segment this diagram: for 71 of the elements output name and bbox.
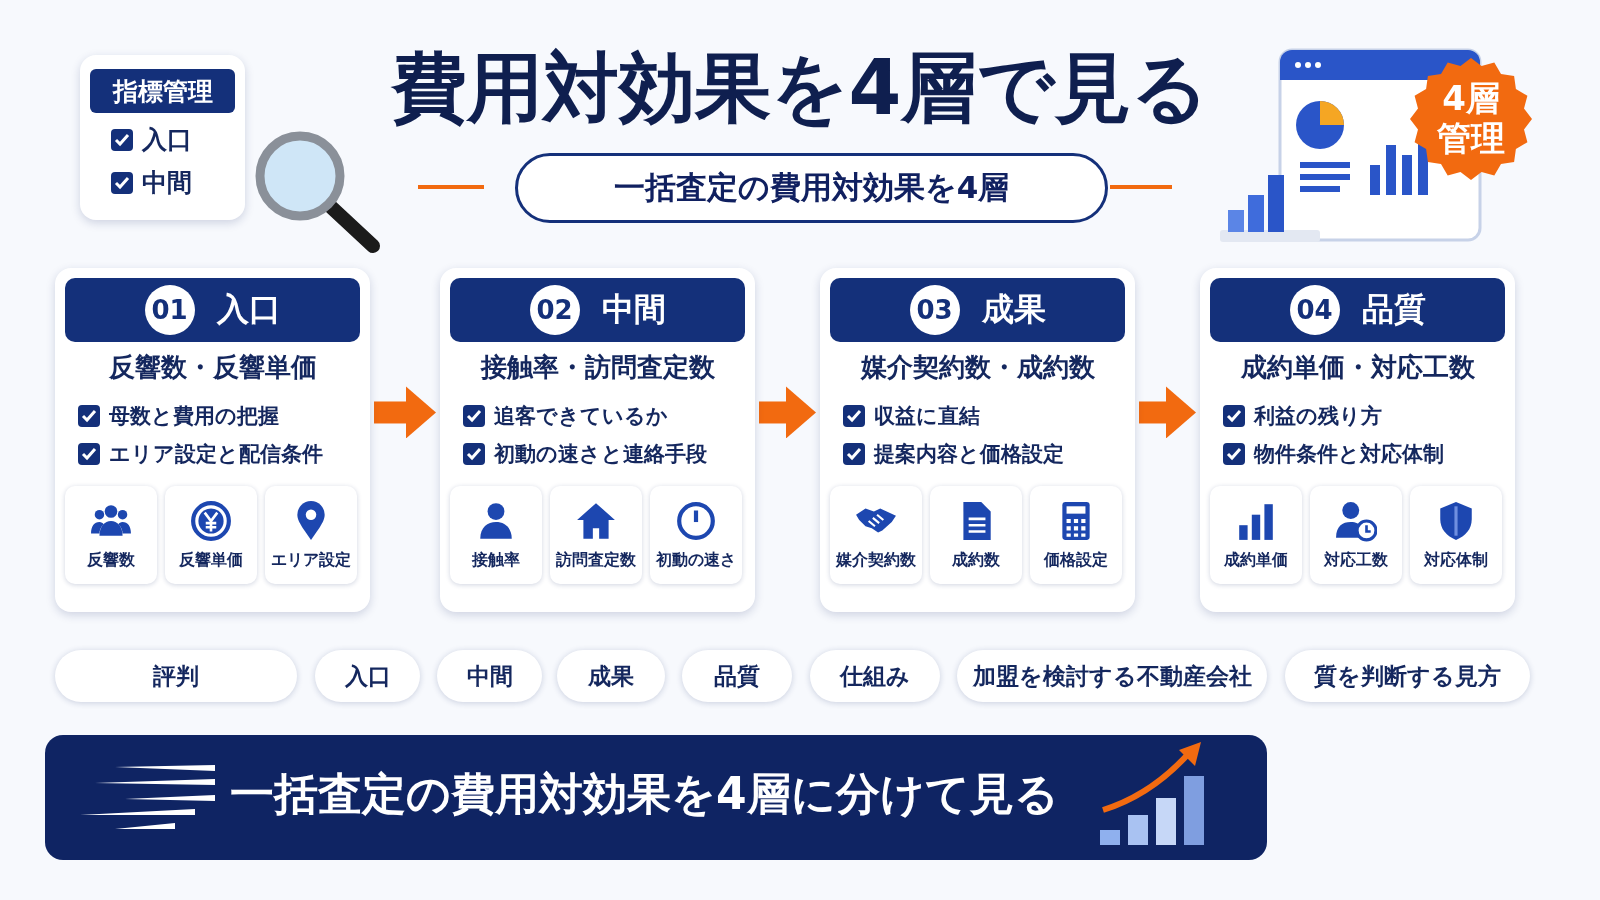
icon-tile xyxy=(550,486,642,584)
icon-tile xyxy=(1410,486,1502,584)
tile-label: 媒介契約数 xyxy=(836,549,916,571)
card-panel xyxy=(55,268,370,612)
header-band xyxy=(830,278,1125,342)
tile-label: 初動の速さ xyxy=(656,549,736,571)
check-item-text: 収益に直結 xyxy=(874,403,980,430)
card-panel xyxy=(820,268,1135,612)
icon-tile xyxy=(830,486,922,584)
header-band xyxy=(1210,278,1505,342)
check-item-text: 物件条件と対応体制 xyxy=(1254,441,1444,468)
tile-label: エリア設定 xyxy=(271,549,351,571)
number-badge: 04 xyxy=(1289,285,1340,335)
icon-tile xyxy=(65,486,157,584)
check-item-text: 利益の残り方 xyxy=(1254,403,1382,430)
tile-label: 反響単価 xyxy=(179,549,243,571)
tag-pill: 入口 xyxy=(315,650,420,702)
tag-pill: 品質 xyxy=(682,650,792,702)
arrow xyxy=(1139,386,1196,439)
subheading: 反響数・反響単価 xyxy=(107,351,318,384)
tag-pill: 中間 xyxy=(437,650,542,702)
banner xyxy=(45,735,1267,860)
icon-tile xyxy=(1210,486,1302,584)
section-title: 品質 xyxy=(1361,289,1426,330)
icon-tile xyxy=(165,486,257,584)
number-badge: 02 xyxy=(529,285,580,335)
title: 費用対効果を4層で見る xyxy=(389,42,1211,134)
arrow xyxy=(759,386,816,439)
subheading: 媒介契約数・成約数 xyxy=(859,351,1096,384)
section-title: 中間 xyxy=(601,289,666,330)
card-panel xyxy=(440,268,755,612)
check-item-text: 入口 xyxy=(142,124,192,156)
tile-label: 接触率 xyxy=(472,549,520,571)
icon-tile xyxy=(930,486,1022,584)
tile-label: 訪問査定数 xyxy=(556,549,636,571)
icon-tile xyxy=(650,486,742,584)
subheading: 成約単価・対応工数 xyxy=(1239,351,1476,384)
header-band xyxy=(450,278,745,342)
number-badge: 01 xyxy=(144,285,195,335)
subtitle-pill: 一括査定の費用対効果を4層 xyxy=(515,153,1108,223)
tag-pill: 加盟を検討する不動産会社 xyxy=(957,650,1267,702)
tile-label: 対応工数 xyxy=(1324,549,1388,571)
card-panel xyxy=(1200,268,1515,612)
subheading: 接触率・訪問査定数 xyxy=(479,351,716,384)
tile-label: 成約単価 xyxy=(1224,549,1288,571)
title-band: 指標管理 xyxy=(90,69,235,113)
icon-tile xyxy=(450,486,542,584)
header-band xyxy=(65,278,360,342)
tile-label: 成約数 xyxy=(952,549,1000,571)
banner-text: 一括査定の費用対効果を4層に分けて見る xyxy=(230,767,1059,821)
tag-pill: 質を判断する見方 xyxy=(1285,650,1530,702)
tag-pill: 成果 xyxy=(557,650,665,702)
tag-pill: 仕組み xyxy=(810,650,940,702)
icon-tile xyxy=(1030,486,1122,584)
icon-tile xyxy=(265,486,357,584)
tag-pill: 評判 xyxy=(55,650,297,702)
checklist-card xyxy=(80,55,245,220)
check-item-text: 提案内容と価格設定 xyxy=(874,441,1064,468)
check-item-text: 母数と費用の把握 xyxy=(109,403,279,430)
tile-label: 対応体制 xyxy=(1424,549,1488,571)
check-item-text: 中間 xyxy=(142,167,192,199)
tile-label: 価格設定 xyxy=(1044,549,1108,571)
section-title: 入口 xyxy=(216,289,281,330)
check-item-text: エリア設定と配信条件 xyxy=(109,441,323,468)
check-item-text: 追客できているか xyxy=(494,403,668,430)
icon-tile xyxy=(1310,486,1402,584)
tile-label: 反響数 xyxy=(87,549,135,571)
section-title: 成果 xyxy=(981,289,1046,330)
arrow xyxy=(374,386,436,439)
number-badge: 03 xyxy=(909,285,960,335)
check-item-text: 初動の速さと連絡手段 xyxy=(494,441,707,468)
